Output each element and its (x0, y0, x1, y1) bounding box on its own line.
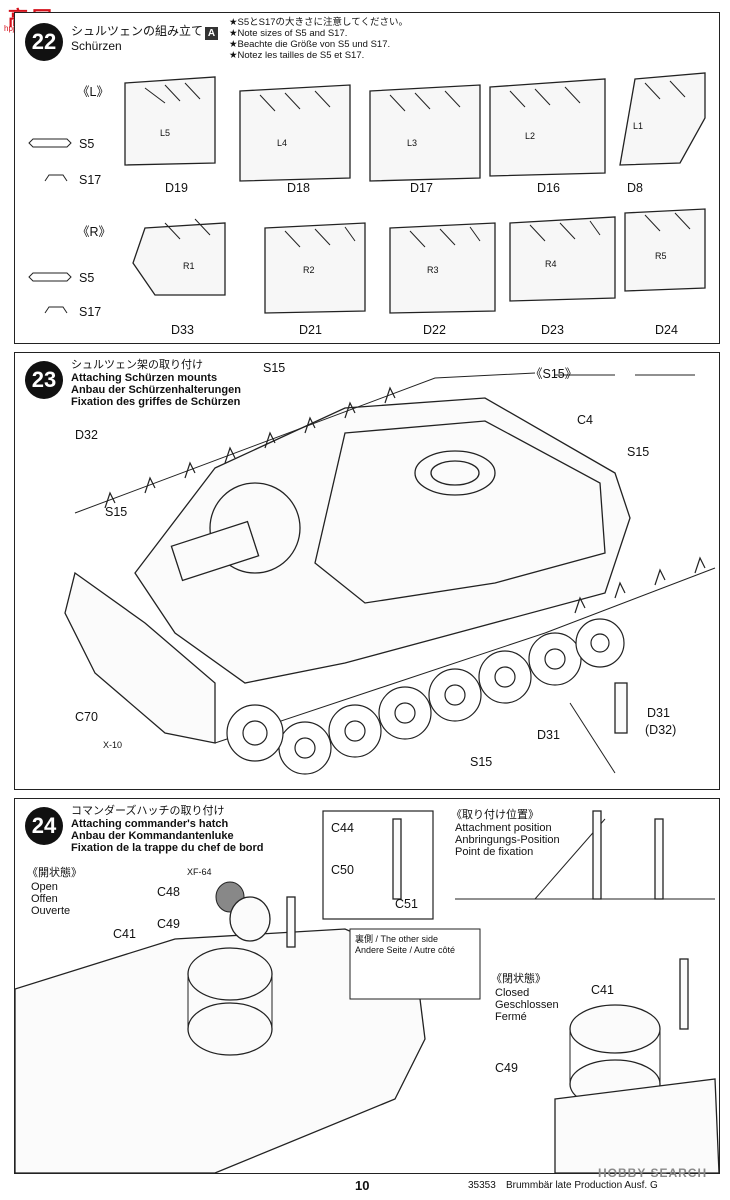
left-plate-part: D16 (537, 181, 560, 195)
right-plate-mark: R3 (427, 265, 439, 275)
part-s17-right: S17 (79, 305, 102, 319)
part-label-c48: C48 (157, 885, 180, 899)
note-fr: ★Notez les tailles de S5 et S17. (229, 50, 365, 61)
right-plate-part: D24 (655, 323, 678, 337)
right-plate-part: D22 (423, 323, 446, 337)
note-de: ★Beachte die Größe von S5 und S17. (229, 39, 391, 50)
step-title-fr: Fixation de la trappe du chef de bord (71, 842, 264, 854)
closed-state-de: Geschlossen (495, 999, 559, 1011)
left-plate-mark: L5 (160, 128, 171, 138)
part-label-d31-inset: D31 (647, 706, 670, 720)
open-state-jp: 《開状態》 (27, 867, 82, 879)
step-title-en: Attaching commander's hatch (71, 818, 229, 830)
part-label-c50: C50 (331, 863, 354, 877)
left-plate-part: D18 (287, 181, 310, 195)
left-plate-part: D17 (410, 181, 433, 195)
part-label-s15: S15 (470, 755, 493, 769)
hatch-drawing (15, 810, 719, 1173)
step-title-jp: シュルツェンの組み立て (71, 24, 204, 38)
right-plate-mark: R4 (545, 259, 557, 269)
step-title-en: Attaching Schürzen mounts (71, 372, 218, 384)
open-state-de: Offen (31, 893, 58, 905)
part-label-c4: C4 (577, 413, 593, 427)
part-label-d31: D31 (537, 728, 560, 742)
part-s5-left: S5 (79, 137, 95, 151)
attach-position-en: Attachment position (455, 822, 552, 834)
open-state-fr: Ouverte (31, 905, 71, 917)
left-plate-mark: L2 (525, 131, 536, 141)
paint-x10: X-10 (103, 740, 123, 750)
page-number: 10 (355, 1178, 370, 1193)
left-plate-part: D8 (627, 181, 643, 195)
left-plate-mark: L1 (633, 121, 644, 131)
part-label-c49: C49 (157, 917, 180, 931)
closed-state-en: Closed (495, 987, 530, 999)
paint-xf64: XF-64 (187, 867, 212, 877)
part-label-c44: C44 (331, 821, 354, 835)
other-side-label: Andere Seite / Autre côté (355, 945, 456, 955)
step-title-de: Anbau der Kommandantenluke (71, 830, 234, 842)
part-label-s15: S15 (627, 445, 650, 459)
step-title: Schürzen (71, 39, 122, 53)
step-number-badge: 22 (25, 23, 63, 61)
part-label-c41-closed: C41 (591, 983, 614, 997)
left-plate-mark: L3 (407, 138, 418, 148)
right-plate-part: D33 (171, 323, 194, 337)
left-plate-part: D19 (165, 181, 188, 195)
step-number-badge: 23 (25, 361, 63, 399)
attach-position-jp: 《取り付け位置》 (451, 809, 539, 821)
kit-code: 35353 (468, 1180, 496, 1191)
attach-position-de: Anbringungs-Position (455, 834, 560, 846)
right-plate-mark: R5 (655, 251, 667, 261)
part-s5-right: S5 (79, 271, 95, 285)
note-jp: ★S5とS17の大きさに注意してください。 (229, 17, 408, 28)
section-a-box: A (205, 27, 218, 40)
step-24-panel: 24 コマンダーズハッチの取り付け Attaching commander's … (14, 798, 720, 1174)
footer-watermark: HOBBY SEARCH (598, 1166, 708, 1180)
tank-hull-drawing (64, 372, 716, 775)
step-title-fr: Fixation des griffes de Schürzen (71, 396, 241, 408)
attach-position-fr: Point de fixation (455, 846, 534, 858)
part-s17-left: S17 (79, 173, 102, 187)
step-22-panel: 22 シュルツェンの組み立て Schürzen A ★S5とS17の大きさに注意… (14, 12, 720, 344)
step-number-badge: 24 (25, 807, 63, 845)
part-label-c41: C41 (113, 927, 136, 941)
closed-state-fr: Fermé (495, 1011, 527, 1023)
open-state-en: Open (31, 881, 58, 893)
right-plate-mark: R1 (183, 261, 195, 271)
right-plate-part: D21 (299, 323, 322, 337)
step-title-jp: シュルツェン架の取り付け (71, 359, 203, 371)
step-23-panel: 23 シュルツェン架の取り付け Attaching Schürzen mount… (14, 352, 720, 790)
left-plate-mark: L4 (277, 138, 288, 148)
part-label-c70: C70 (75, 710, 98, 724)
note-en: ★Note sizes of S5 and S17. (229, 28, 348, 39)
right-plate-part: D23 (541, 323, 564, 337)
left-side-label: 《L》 (77, 85, 109, 99)
part-label-d32-inset: (D32) (645, 723, 677, 737)
kit-title: Brummbär late Production Ausf. G (506, 1180, 658, 1191)
part-label-c51: C51 (395, 897, 418, 911)
step-title-de: Anbau der Schürzenhalterungen (71, 384, 241, 396)
right-side-label: 《R》 (77, 225, 112, 239)
inset-title: 《S15》 (530, 367, 578, 381)
part-label-d32: D32 (75, 428, 98, 442)
step-title-jp: コマンダーズハッチの取り付け (71, 805, 225, 817)
part-label-s15: S15 (105, 505, 128, 519)
right-plate-mark: R2 (303, 265, 315, 275)
step-22-drawing (28, 72, 706, 314)
part-label-s15: S15 (263, 361, 286, 375)
size-notes: ★S5とS17の大きさに注意してください。 ★Note sizes of S5 … (229, 17, 408, 61)
other-side-label: 裏側 / The other side (355, 934, 439, 944)
part-label-c49-closed: C49 (495, 1061, 518, 1075)
closed-state-jp: 《閉状態》 (491, 973, 546, 985)
